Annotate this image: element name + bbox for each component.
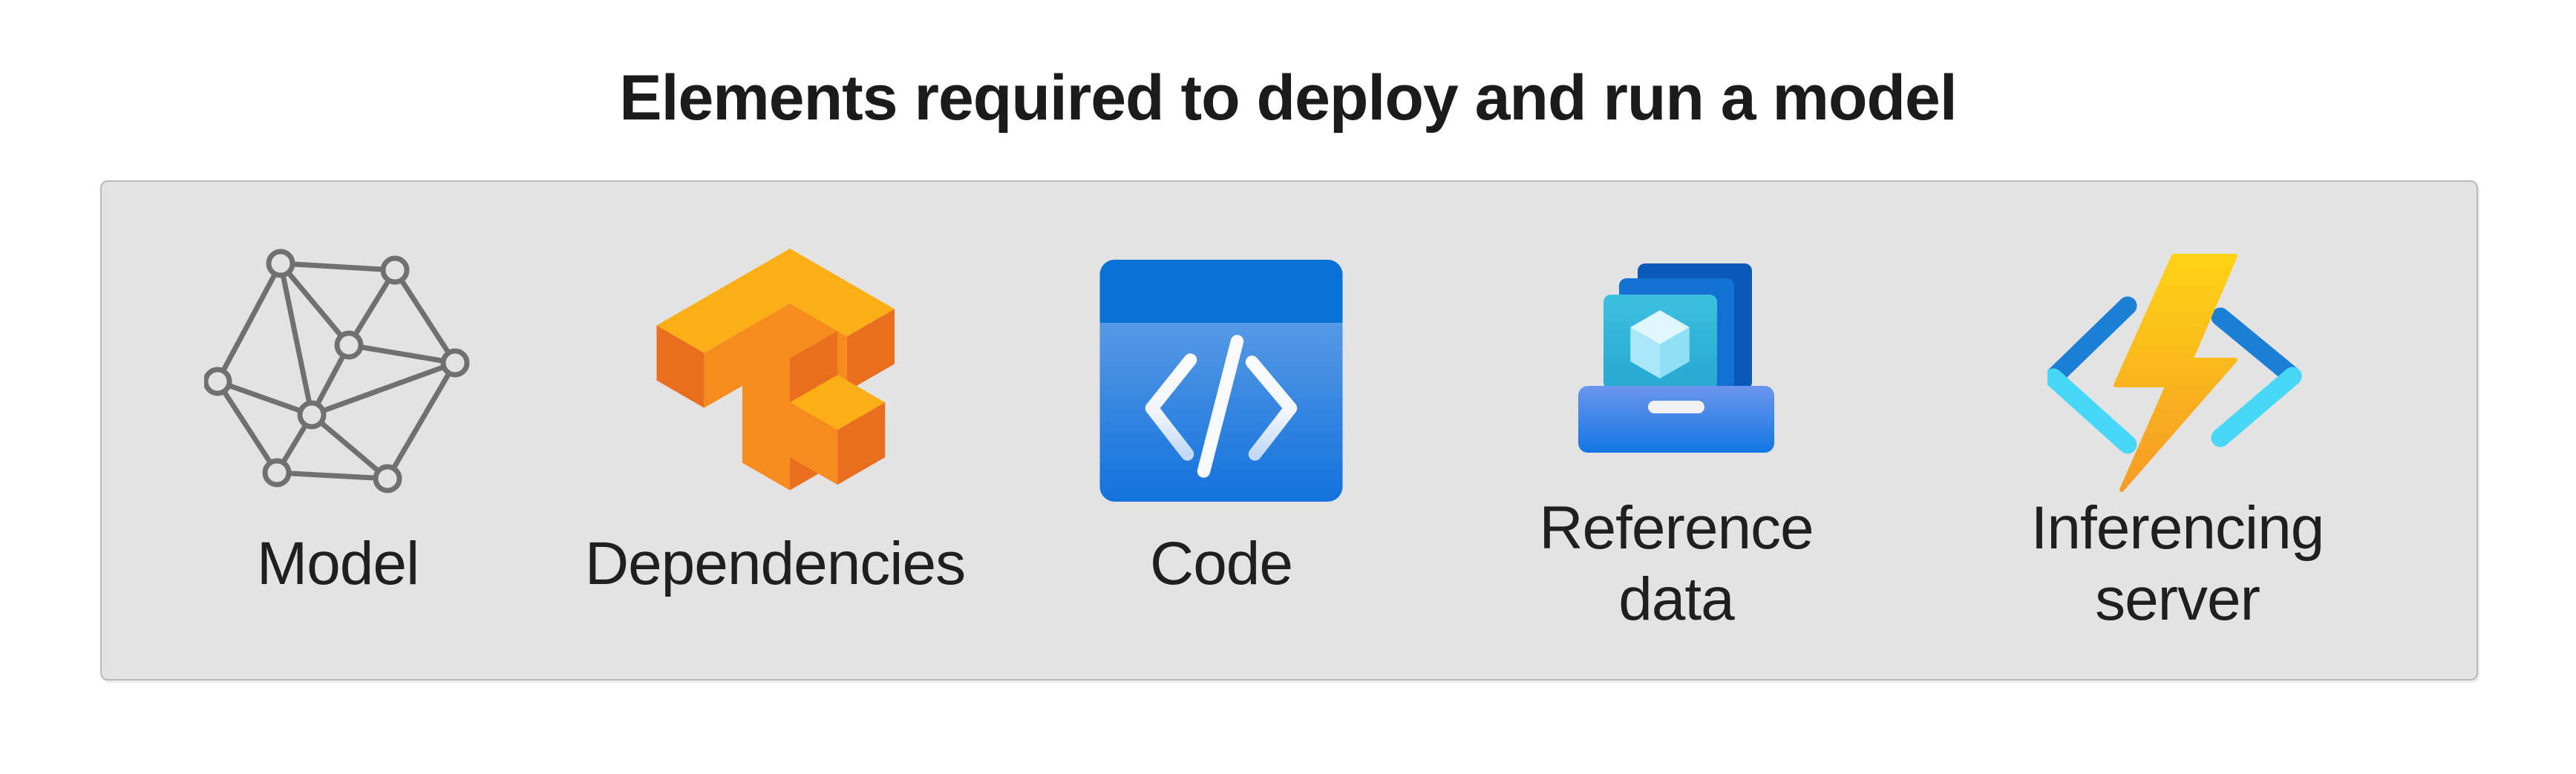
panel-item-reference-data: Reference data (1446, 182, 1906, 679)
item-label-reference-data: Reference data (1539, 494, 1814, 633)
tensorflow-logo-icon (653, 247, 898, 493)
panel-item-model: Model (108, 182, 568, 679)
tensorflow-logo-svg (656, 249, 895, 491)
elements-panel: Model (100, 180, 2478, 680)
item-label-dependencies: Dependencies (584, 530, 966, 597)
reference-data-drawer-icon (1576, 261, 1776, 454)
panel-item-dependencies: Dependencies (545, 182, 1005, 679)
item-label-inferencing-server: Inferencing server (2030, 494, 2325, 633)
azure-functions-svg (2047, 254, 2302, 492)
page-title: Elements required to deploy and run a mo… (619, 62, 1958, 134)
item-label-model: Model (256, 530, 419, 597)
panel-item-inferencing-server: Inferencing server (1947, 182, 2407, 679)
item-label-code: Code (1149, 530, 1293, 597)
network-graph-svg (204, 249, 470, 493)
panel-item-code: Code (991, 182, 1451, 679)
network-graph-icon (204, 246, 471, 495)
azure-functions-bolt-icon (2047, 250, 2307, 499)
code-window-icon (1099, 260, 1343, 502)
code-window-svg (1099, 260, 1343, 502)
reference-data-svg (1578, 263, 1774, 453)
